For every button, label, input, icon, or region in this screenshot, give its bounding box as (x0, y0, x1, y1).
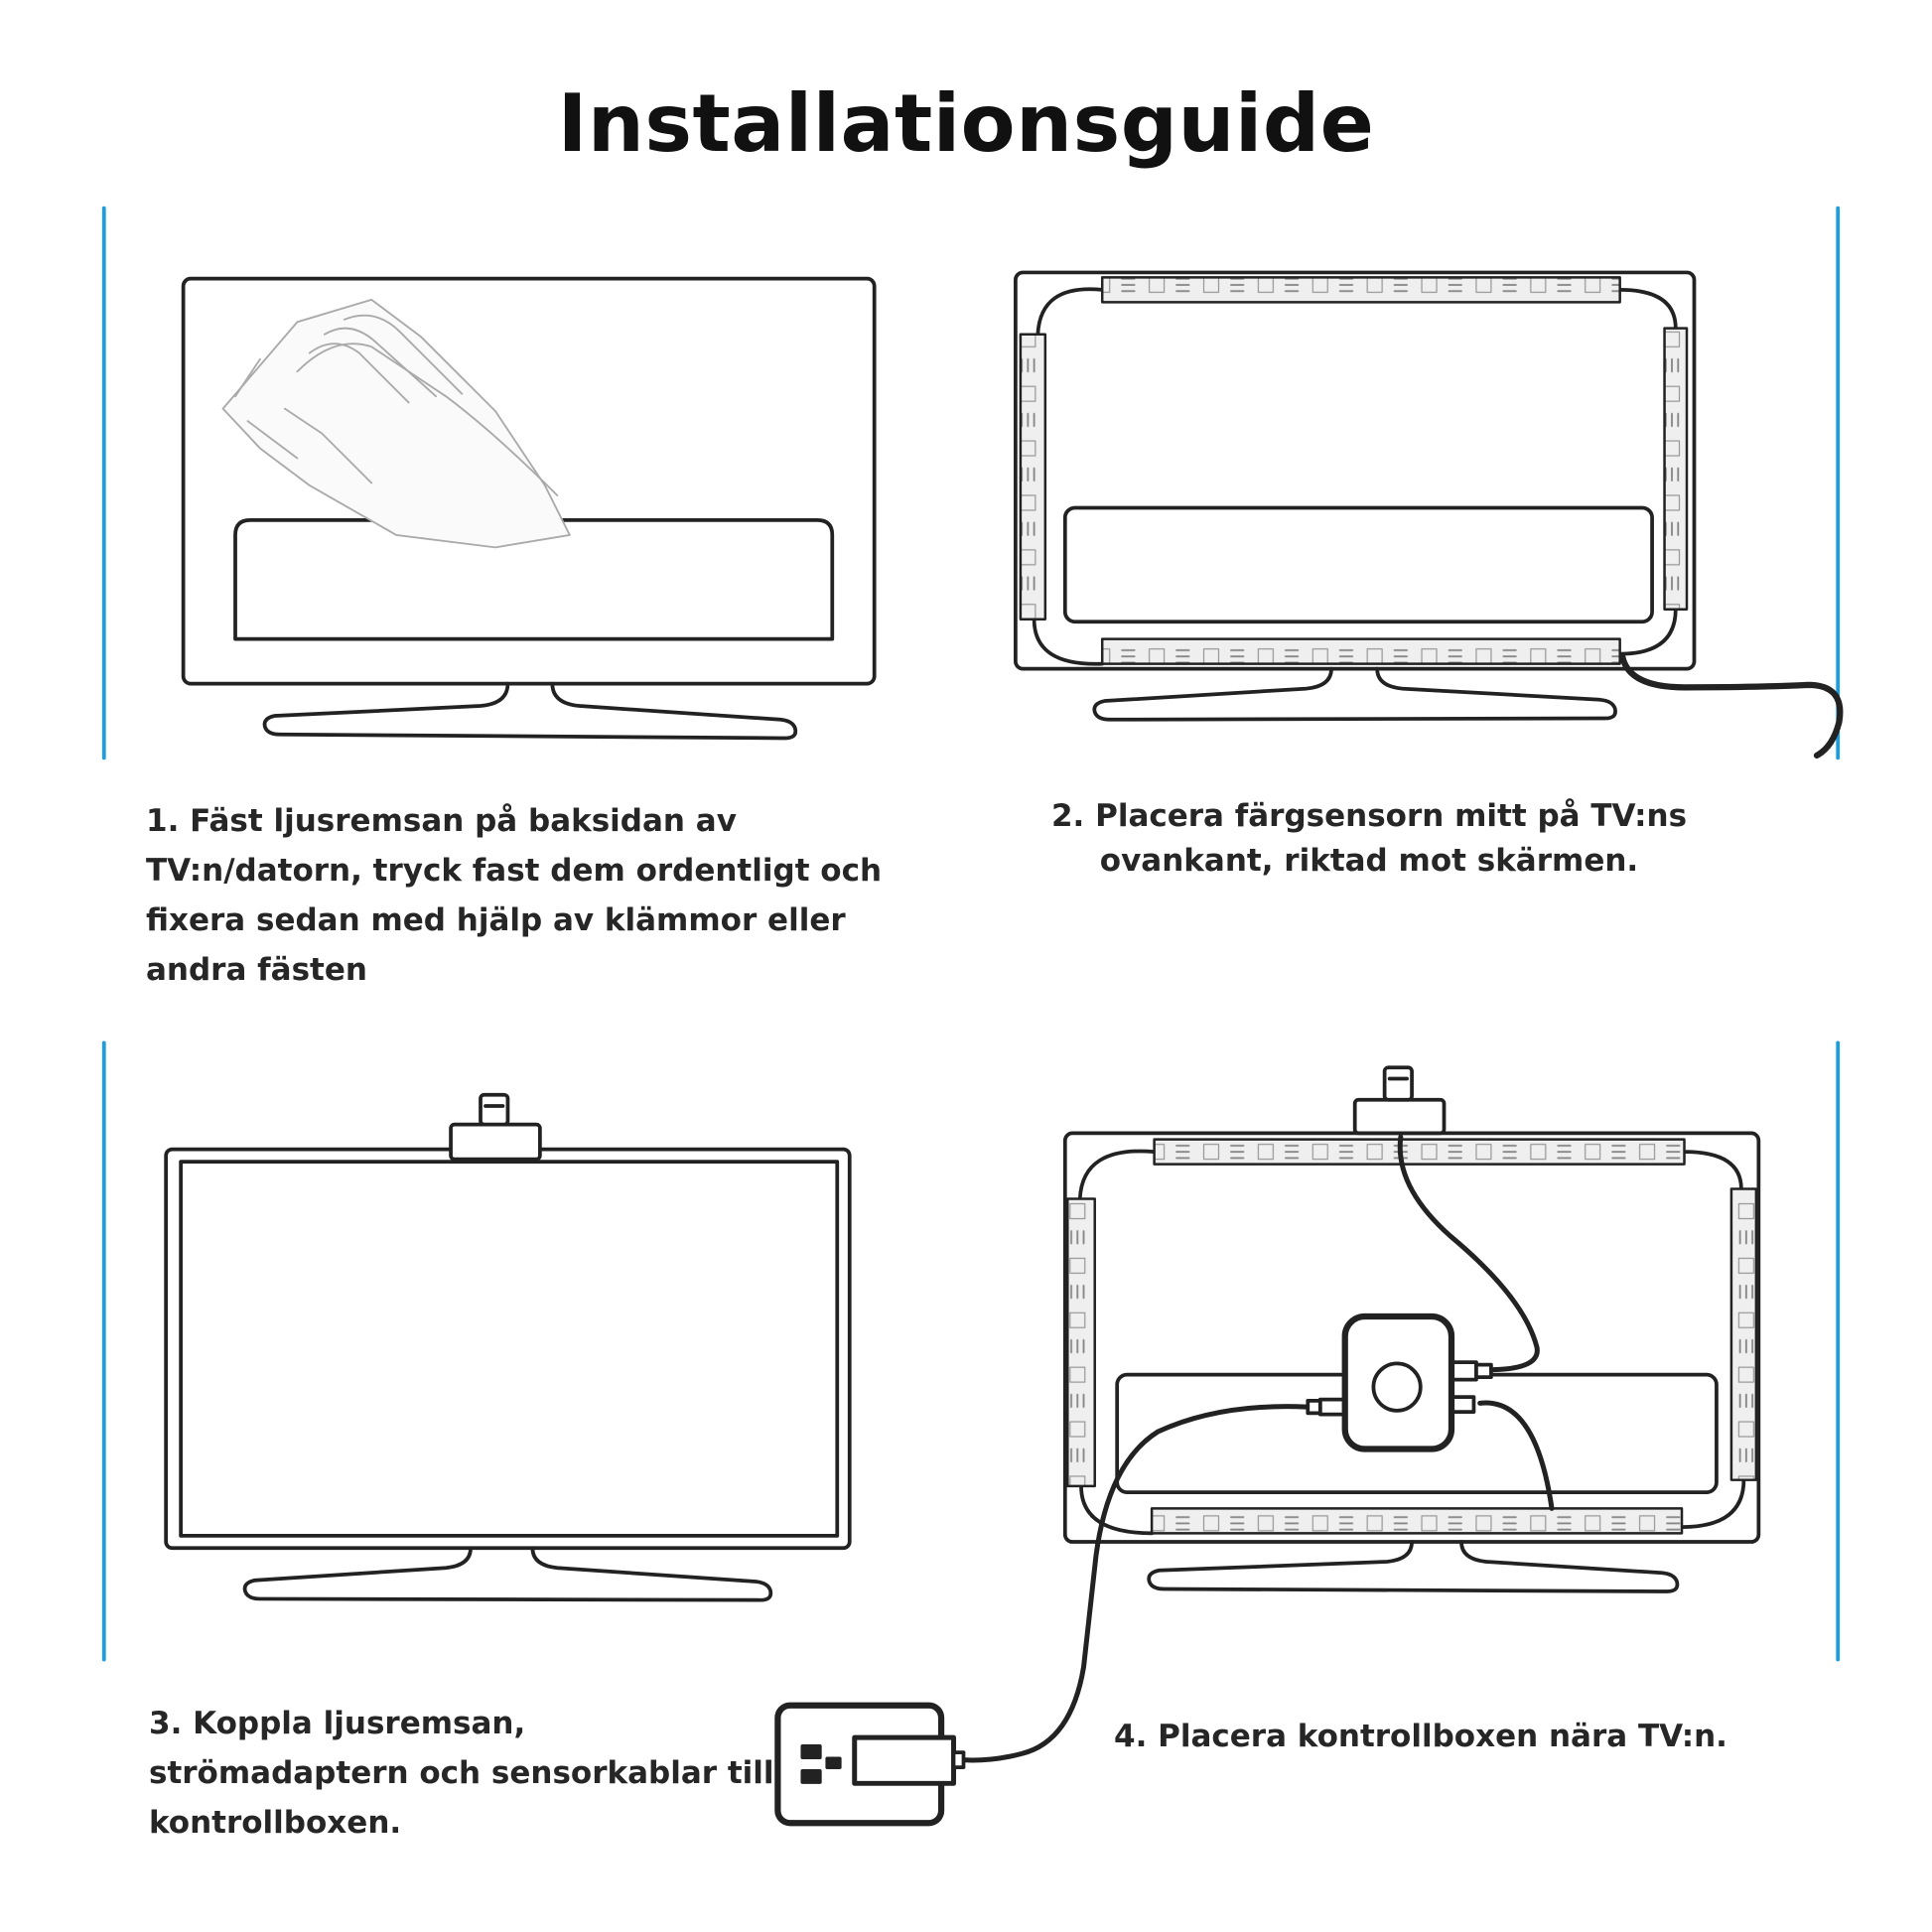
step-line: fixera sedan med hjälp av klämmor eller (146, 902, 846, 938)
tv-step2-illustration (1014, 270, 1844, 759)
power-cable (1619, 653, 1844, 759)
tv-step4-illustration (944, 1065, 1761, 1763)
step-line: TV:n/datorn, tryck fast dem ordentligt o… (146, 853, 883, 889)
led-strip (1066, 1197, 1096, 1488)
strip-cable (1477, 1400, 1555, 1511)
hand-cloth-icon (221, 298, 571, 549)
step-line: strömadaptern och sensorkablar till (149, 1755, 774, 1791)
led-strip (1150, 1507, 1684, 1535)
tv-step1-illustration (181, 276, 877, 741)
adapter-cable (944, 1404, 1310, 1763)
led-strip (1663, 327, 1689, 611)
led-strip (1729, 1187, 1758, 1481)
control-box-icon (1306, 1312, 1493, 1452)
step-1-text: 1. Fäst ljusremsan på baksidan av TV:n/d… (146, 796, 882, 995)
led-strip (1100, 637, 1621, 665)
step-4-text: 4. Placera kontrollboxen nära TV:n. (1114, 1712, 1727, 1761)
color-sensor-icon (1352, 1065, 1447, 1136)
tv-step3-illustration (164, 1092, 852, 1602)
page-title: Installationsguide (557, 77, 1375, 170)
step-line: 2. Placera färgsensorn mitt på TV:ns (1050, 798, 1688, 834)
power-adapter-icon (774, 1702, 966, 1827)
step-2-text: 2. Placera färgsensorn mitt på TV:ns ova… (1022, 794, 1717, 884)
led-strip (1019, 333, 1047, 621)
led-strip (1153, 1138, 1686, 1166)
color-sensor-icon (449, 1092, 542, 1162)
sensor-cable (1397, 1134, 1540, 1373)
step-line: 3. Koppla ljusremsan, (149, 1706, 526, 1741)
divider-lines (101, 206, 1841, 1662)
step-line: kontrollboxen. (149, 1805, 402, 1841)
step-line: ovankant, riktad mot skärmen. (1099, 843, 1639, 879)
step-3-text: 3. Koppla ljusremsan, strömadaptern och … (149, 1699, 774, 1848)
step-line: 1. Fäst ljusremsan på baksidan av (146, 803, 737, 839)
step-line: andra fästen (146, 952, 367, 988)
step-line: 4. Placera kontrollboxen nära TV:n. (1114, 1719, 1727, 1754)
led-strip (1100, 276, 1621, 304)
